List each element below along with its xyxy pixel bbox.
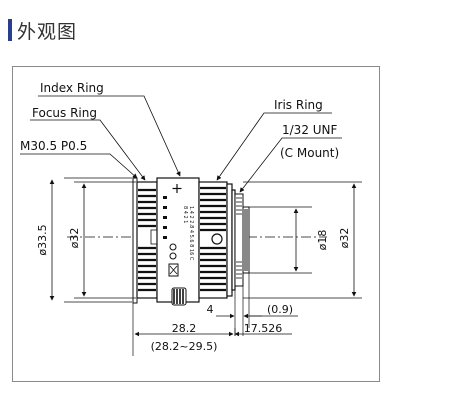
dimension-flange-depth: (0.9) <box>250 303 298 317</box>
lens-drawing: 8 4 2 1 1.4 2 2.8 4 5.6 8 16 C <box>20 81 362 356</box>
dimension-length: 28.2 (28.2~29.5) <box>134 322 234 353</box>
locking-screw <box>171 287 187 306</box>
dimension-flange-back-label: 17.526 <box>244 322 283 335</box>
dimension-flange-back: 17.526 <box>234 322 292 337</box>
dimension-dia-rear: ø32 <box>243 181 362 299</box>
callout-mount-name: (C Mount) <box>280 146 339 160</box>
callout-mount-thread: 1/32 UNF <box>282 123 338 137</box>
dimension-dia-front: ø32 <box>68 181 136 299</box>
callout-index-ring: Index Ring <box>40 81 104 95</box>
dimension-length-label: 28.2 <box>172 322 197 335</box>
dimension-dia-rear-label: ø32 <box>338 228 351 249</box>
section-header: 外观图 <box>8 18 78 43</box>
callout-iris-ring: Iris Ring <box>274 98 323 112</box>
section-accent-bar <box>8 19 12 41</box>
focus-scale-marks: 8 4 2 1 <box>182 206 188 224</box>
callout-leaders <box>20 95 342 193</box>
dimension-dia-rear-small: ø18 <box>249 206 329 274</box>
iris-ring <box>198 181 228 299</box>
dimension-length-range-label: (28.2~29.5) <box>151 340 218 353</box>
iris-scale-marks: 1.4 2 2.8 4 5.6 8 16 C <box>188 206 194 261</box>
front-thread <box>132 177 138 304</box>
dimension-dia-rear-small-label: ø18 <box>316 230 329 251</box>
dimension-mount-gap-label: 4 <box>207 303 214 316</box>
dimension-dia-front-label: ø32 <box>68 228 81 249</box>
index-ring: 8 4 2 1 1.4 2 2.8 4 5.6 8 16 C <box>156 177 200 303</box>
rear-barrel <box>242 206 250 274</box>
section-title: 外观图 <box>17 20 78 43</box>
callout-thread: M30.5 P0.5 <box>20 139 87 153</box>
dimension-flange-depth-label: (0.9) <box>267 303 293 316</box>
dimension-dia-outer-label: ø33.5 <box>36 224 49 255</box>
callout-focus-ring: Focus Ring <box>32 106 97 120</box>
c-mount-thread <box>234 193 244 287</box>
focus-ring <box>136 181 160 299</box>
dimension-mount-gap: 4 <box>207 303 262 319</box>
lens-body <box>226 183 236 297</box>
dimension-dia-outer: ø33.5 <box>36 177 132 303</box>
